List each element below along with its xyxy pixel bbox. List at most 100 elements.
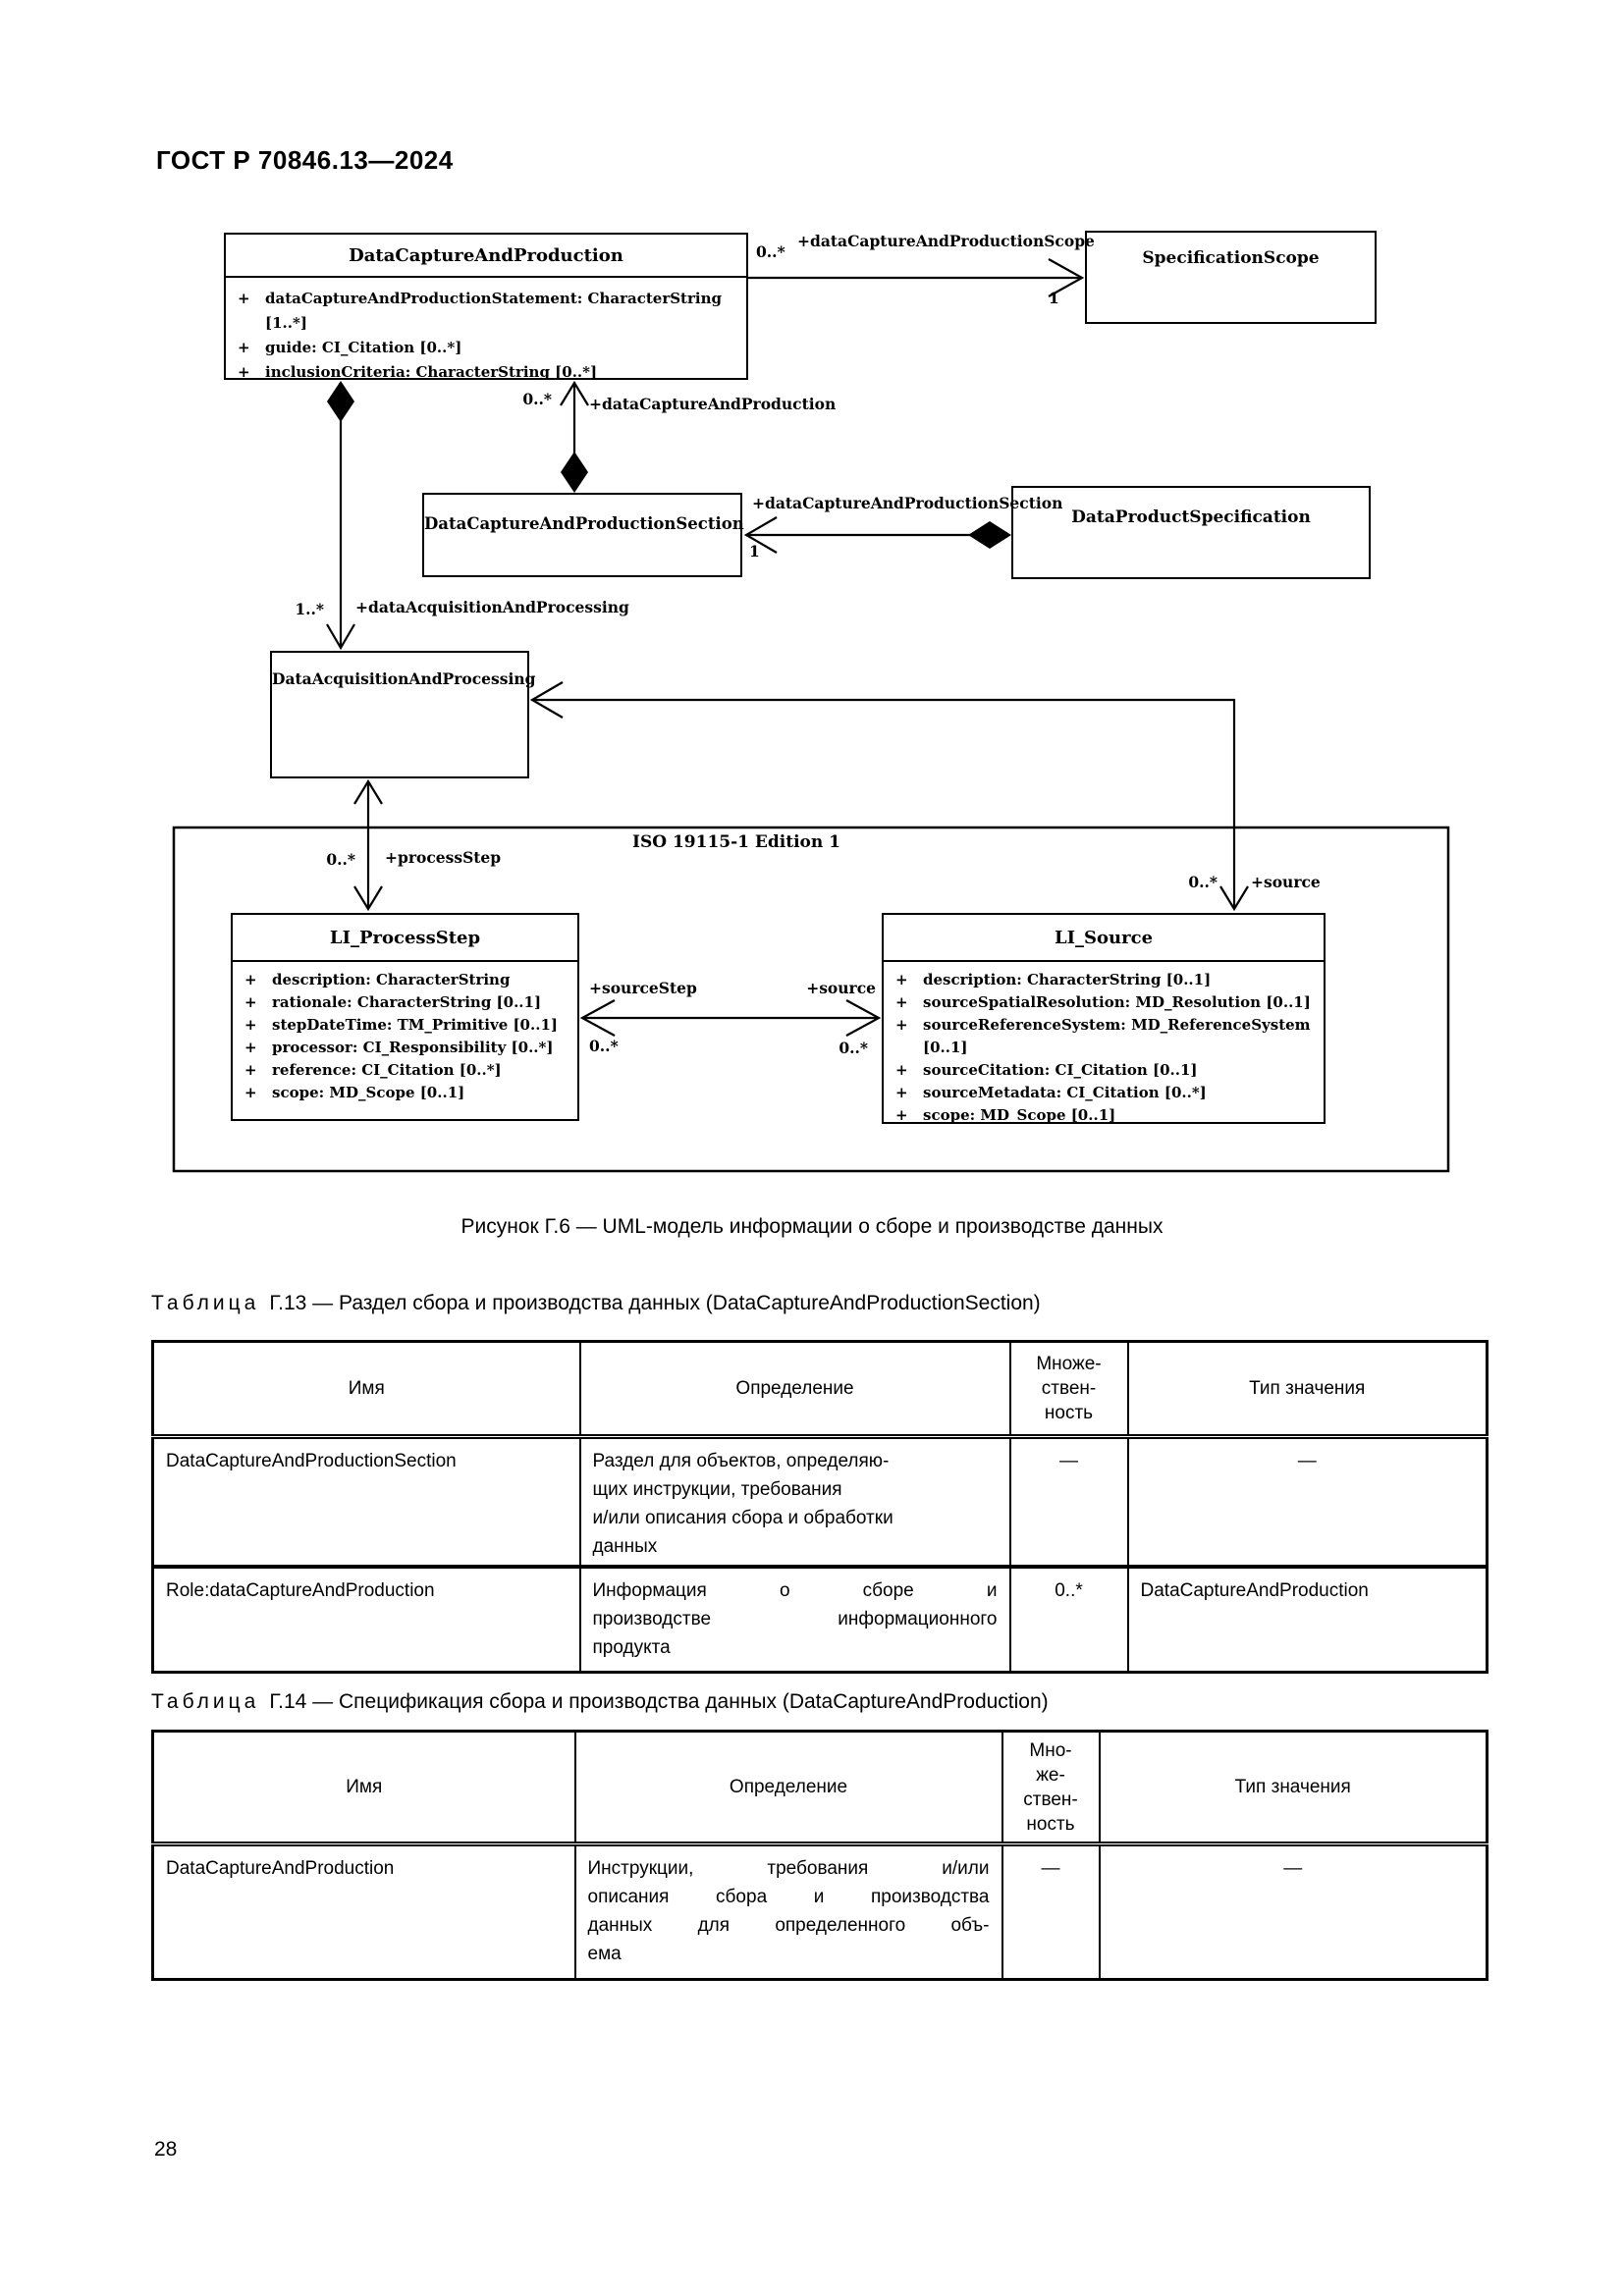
table-title-text: Г.13 — Раздел сбора и производства данны… — [269, 1292, 1041, 1314]
cell-type: — — [1126, 1435, 1489, 1569]
arrowhead-open-down — [1219, 885, 1249, 912]
class-attribute: +guide: CI_Citation [0..*] — [238, 336, 740, 360]
column-header-type: Тип значения — [1098, 1730, 1489, 1846]
table-header-row: Имя Определение Множе- ствен- ность Тип … — [151, 1340, 1489, 1439]
diamond-composition — [561, 452, 588, 493]
multiplicity-label: 0..* — [589, 1037, 619, 1055]
visibility-marker: + — [244, 971, 257, 988]
class-attributes: +description: CharacterString +rationale… — [233, 962, 577, 1110]
role-label: +source — [806, 979, 876, 997]
class-attribute: +sourceMetadata: CI_Citation [0..*] — [895, 1082, 1318, 1104]
role-label: +dataCaptureAndProductionScope — [797, 232, 1095, 250]
cell-name: DataCaptureAndProductionSection — [151, 1435, 581, 1569]
class-title: DataAcquisitionAndProcessing — [272, 669, 536, 688]
class-title: SpecificationScope — [1142, 248, 1320, 268]
column-header-definition: Определение — [578, 1340, 1011, 1439]
uml-class-specification-scope: SpecificationScope — [1085, 231, 1377, 324]
visibility-marker: + — [244, 1016, 257, 1034]
multiplicity-label: 0..* — [326, 850, 355, 869]
multiplicity-label: 0..* — [522, 390, 552, 408]
arrowhead-open-left — [529, 681, 564, 719]
class-attribute: +processor: CI_Responsibility [0..*] — [244, 1037, 571, 1059]
cell-name: DataCaptureAndProduction — [151, 1842, 576, 1981]
visibility-marker: + — [895, 1106, 908, 1124]
class-attribute: +reference: CI_Citation [0..*] — [244, 1059, 571, 1082]
cell-name: Role:dataCaptureAndProduction — [151, 1566, 581, 1673]
class-attribute: +scope: MD_Scope [0..1] — [244, 1082, 571, 1104]
table-g13: Имя Определение Множе- ствен- ность Тип … — [151, 1340, 1489, 1674]
arrowhead-open-right — [1048, 258, 1085, 297]
cell-type: DataCaptureAndProduction — [1126, 1566, 1489, 1673]
visibility-marker: + — [238, 339, 250, 356]
role-label: +dataCaptureAndProductionSection — [752, 494, 1063, 512]
column-header-type: Тип значения — [1126, 1340, 1489, 1439]
class-attribute: +sourceCitation: CI_Citation [0..1] — [895, 1059, 1318, 1082]
arrowhead-open-left — [743, 516, 778, 554]
table-g14: Имя Определение Мно- же- ствен- ность Ти… — [151, 1730, 1489, 1981]
arrowhead-open-up — [560, 380, 589, 406]
figure-caption: Рисунок Г.6 — UML-модель информации о сб… — [460, 1215, 1164, 1238]
cell-multiplicity: 0..* — [1008, 1566, 1129, 1673]
arrowhead-open-right — [845, 999, 882, 1037]
arrowhead-open-up — [353, 778, 383, 805]
cell-definition: Инструкции, требования и/или описания сб… — [573, 1842, 1003, 1981]
cell-multiplicity: — — [1001, 1842, 1101, 1981]
class-title: DataCaptureAndProductionSection — [424, 514, 744, 533]
visibility-marker: + — [238, 290, 250, 307]
assoc-source-elbow-line — [532, 698, 1236, 908]
class-title: LI_ProcessStep — [233, 915, 577, 962]
class-attribute: +scope: MD_Scope [0..1] — [895, 1104, 1318, 1127]
visibility-marker: + — [895, 1061, 908, 1079]
role-label: +dataAcquisitionAndProcessing — [355, 598, 629, 616]
visibility-marker: + — [244, 1061, 257, 1079]
multiplicity-label: 0..* — [1188, 873, 1218, 891]
column-header-name: Имя — [151, 1340, 581, 1439]
table-row: DataCaptureAndProductionSection Раздел д… — [151, 1435, 1489, 1569]
class-title: DataCaptureAndProduction — [226, 235, 746, 278]
role-label: +source — [1251, 873, 1321, 891]
table-label: Таблица — [151, 1690, 260, 1713]
class-title: LI_Source — [884, 915, 1324, 962]
uml-class-data-acquisition-and-processing: DataAcquisitionAndProcessing — [270, 651, 536, 778]
class-attribute: +inclusionCriteria: CharacterString [0..… — [238, 360, 740, 385]
class-attribute: +description: CharacterString [0..1] — [895, 969, 1318, 991]
iso-frame-label: ISO 19115-1 Edition 1 — [632, 832, 840, 852]
visibility-marker: + — [244, 993, 257, 1011]
arrowhead-open-left — [579, 999, 616, 1037]
cell-definition: Раздел для объектов, определяю- щих инст… — [578, 1435, 1011, 1569]
diamond-composition — [327, 381, 354, 422]
class-attribute: +description: CharacterString — [244, 969, 571, 991]
role-label: +sourceStep — [589, 979, 697, 997]
diamond-composition — [968, 521, 1011, 549]
arrowhead-open-down — [326, 623, 355, 651]
uml-class-data-capture-and-production: DataCaptureAndProduction +dataCaptureAnd… — [224, 233, 748, 381]
class-attribute: +stepDateTime: TM_Primitive [0..1] — [244, 1014, 571, 1037]
uml-connector-layer — [172, 258, 1450, 1173]
class-attribute: +rationale: CharacterString [0..1] — [244, 991, 571, 1014]
table-title-text: Г.14 — Спецификация сбора и производства… — [269, 1690, 1049, 1713]
table-row: DataCaptureAndProduction Инструкции, тре… — [151, 1842, 1489, 1981]
column-header-multiplicity: Множе- ствен- ность — [1008, 1340, 1129, 1439]
uml-class-data-capture-and-production-section: DataCaptureAndProductionSection — [422, 493, 744, 577]
role-label: +dataCaptureAndProduction — [589, 395, 837, 413]
visibility-marker: + — [895, 1016, 908, 1034]
uml-class-data-product-specification: DataProductSpecification — [1011, 486, 1371, 579]
cell-definition: Информация о сборе и производстве информ… — [578, 1566, 1011, 1673]
multiplicity-label: 1 — [749, 542, 760, 561]
visibility-marker: + — [895, 1084, 908, 1101]
class-attribute: +sourceReferenceSystem: MD_ReferenceSyst… — [895, 1014, 1318, 1059]
multiplicity-label: 0..* — [839, 1039, 868, 1057]
column-header-definition: Определение — [573, 1730, 1003, 1846]
page-number: 28 — [154, 2138, 178, 2161]
multiplicity-label: 0..* — [756, 242, 785, 261]
iso-package-frame — [172, 826, 1450, 1173]
class-title: DataProductSpecification — [1071, 507, 1311, 527]
uml-class-li-process-step: LI_ProcessStep +description: CharacterSt… — [231, 913, 579, 1121]
visibility-marker: + — [238, 363, 250, 381]
multiplicity-label: 1 — [1049, 289, 1059, 307]
table-header-row: Имя Определение Мно- же- ствен- ность Ти… — [151, 1730, 1489, 1846]
table-g14-title: Таблица Г.14 — Спецификация сбора и произ… — [151, 1690, 1049, 1714]
class-attributes: +description: CharacterString [0..1] +so… — [884, 962, 1324, 1133]
